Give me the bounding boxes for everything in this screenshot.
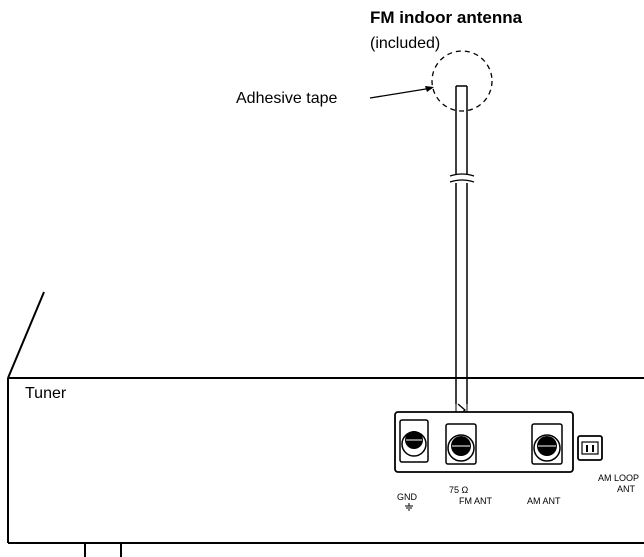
- terminal-panel: [394, 411, 574, 473]
- gnd-label: GND: [397, 492, 418, 502]
- callout-leader-line: [369, 87, 433, 99]
- tape-area-circle: [431, 50, 493, 112]
- adhesive-tape-label: Adhesive tape: [236, 90, 338, 107]
- am-ant-label: AM ANT: [527, 496, 561, 506]
- antenna-title: FM indoor antenna: [370, 8, 523, 27]
- antenna-subtitle: (included): [370, 35, 440, 52]
- callout-arrowhead: [425, 86, 434, 92]
- ohm-label: 75 Ω: [449, 485, 469, 495]
- am-loop-ant-label: ANT: [617, 484, 636, 494]
- am-loop-connector: [577, 435, 603, 461]
- tuner-unit: [7, 291, 644, 557]
- fm-antenna-wire: [449, 85, 475, 425]
- ground-symbol-icon: [405, 503, 413, 511]
- tuner-label: Tuner: [25, 385, 67, 402]
- fm-terminal: [445, 423, 477, 465]
- am-loop-label: AM LOOP: [598, 473, 639, 483]
- fm-ant-label: FM ANT: [459, 496, 493, 506]
- am-terminal: [531, 423, 563, 465]
- gnd-terminal: [399, 419, 429, 463]
